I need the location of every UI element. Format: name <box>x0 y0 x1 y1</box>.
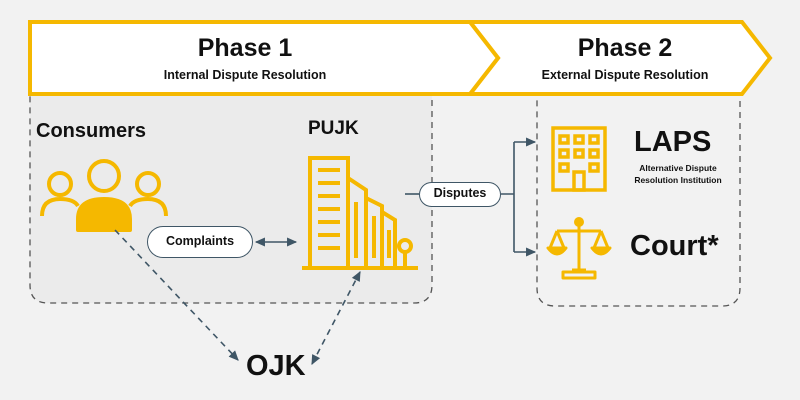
phase1-region <box>29 94 433 304</box>
scales-of-justice-icon <box>546 217 612 280</box>
people-group-icon <box>40 159 168 232</box>
phase1-subtitle: Internal Dispute Resolution <box>163 68 327 82</box>
laps-description-line2: Resolution Institution <box>634 175 722 185</box>
disputes-pill: Disputes <box>419 182 501 207</box>
phase2-region <box>536 94 741 307</box>
phase2-subtitle: External Dispute Resolution <box>541 68 709 82</box>
phase2-title: Phase 2 <box>577 34 673 62</box>
phase1-banner <box>28 20 501 96</box>
consumers-label: Consumers <box>36 120 147 142</box>
disputes-branch-arrows <box>501 142 515 252</box>
buildings-tree-icon <box>302 156 418 270</box>
phase1-title: Phase 1 <box>197 34 293 62</box>
complaints-pill: Complaints <box>147 226 253 258</box>
pujk-label: PUJK <box>308 118 359 139</box>
court-label: Court* <box>630 230 719 262</box>
consumers-to-ojk-arrow <box>114 229 239 361</box>
ojk-label: OJK <box>246 350 306 382</box>
office-building-icon <box>551 126 607 192</box>
laps-description-line1: Alternative Dispute <box>639 163 717 173</box>
laps-label: LAPS <box>634 126 712 158</box>
